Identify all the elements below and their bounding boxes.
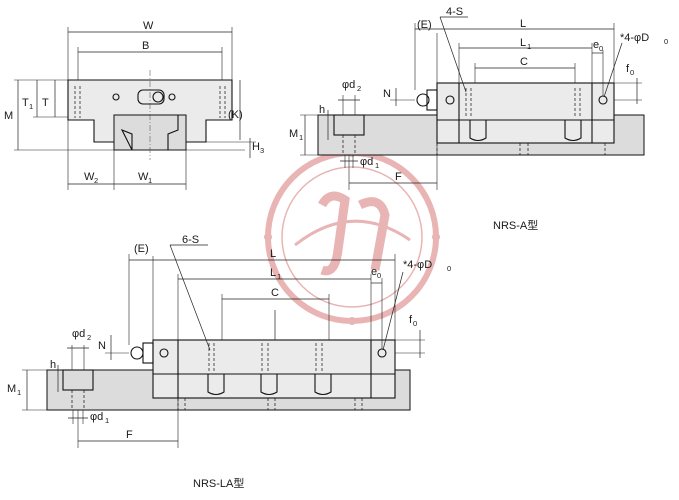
dim-label-d1: φd	[360, 156, 373, 168]
dim-label-W1-sub: 1	[148, 176, 152, 185]
dim-label-e0: e	[593, 39, 599, 51]
dim-label-M: M	[4, 110, 13, 122]
dim-label-C: C	[271, 287, 279, 299]
dim-label-T1-sub: 1	[29, 102, 33, 111]
dim-label-B: B	[142, 40, 149, 52]
dim-label-f0-sub: 0	[630, 68, 634, 77]
dim-label-e0: e	[371, 266, 377, 278]
dim-label-L1-sub: 1	[277, 272, 281, 281]
dim-label-L1: L	[270, 267, 276, 279]
dim-label-h: h	[50, 359, 56, 371]
dim-label-h: h	[319, 104, 325, 116]
dim-label-L1-sub: 1	[527, 42, 531, 51]
dim-label-T1: T	[22, 97, 29, 109]
dim-label-N: N	[383, 88, 391, 100]
dim-label-M1-sub: 1	[17, 388, 21, 397]
dim-label-M1-sub: 1	[299, 133, 303, 142]
dim-label-W1: W	[138, 171, 149, 183]
dim-label-d2: φd	[72, 328, 85, 340]
dim-label-K: (K)	[228, 109, 243, 121]
dim-label-L1: L	[520, 37, 526, 49]
watermark-logo	[264, 149, 440, 325]
dim-label-E: (E)	[134, 243, 149, 255]
dim-label-L: L	[520, 18, 526, 30]
dim-label-f0: f	[626, 63, 630, 75]
caption-nrs-a: NRS-A型	[493, 218, 538, 232]
dim-label-d1-sub: 1	[375, 161, 379, 170]
dim-label-W2-sub: 2	[94, 176, 98, 185]
dim-label-d2-sub: 2	[87, 333, 91, 342]
dim-label-D0-sub: 0	[664, 37, 668, 46]
side-view-nrs-la: (E) 6-S L L 1 C e 0 *4-φD 0 f 0 φd 2 N h…	[7, 234, 451, 448]
dim-label-W2: W	[84, 171, 95, 183]
dim-label-C: C	[520, 56, 528, 68]
caption-nrs-la: NRS-LA型	[193, 476, 244, 490]
dim-label-S: 4-S	[446, 6, 463, 18]
dim-label-D0-sub: 0	[447, 264, 451, 273]
dim-label-H3-sub: 3	[260, 146, 264, 155]
dim-label-T: T	[42, 97, 49, 109]
dim-label-f0-sub: 0	[413, 319, 417, 328]
dim-label-F: F	[126, 429, 133, 441]
dim-label-E: (E)	[417, 19, 432, 31]
dim-label-H3: H	[252, 141, 260, 153]
dim-label-d2: φd	[342, 79, 355, 91]
dim-label-f0: f	[409, 314, 413, 326]
dim-label-W: W	[143, 20, 154, 32]
dim-label-S: 6-S	[182, 234, 199, 246]
dim-label-e0-sub: 0	[599, 44, 603, 53]
dim-label-N: N	[98, 340, 106, 352]
side-view-nrs-a: (E) 4-S L L 1 C e 0 *4-φD 0 f 0 φd 2 N h…	[289, 6, 668, 190]
dim-label-M1: M	[289, 128, 298, 140]
dim-label-F: F	[395, 171, 402, 183]
front-view: W B M T 1 T (K) H 3 W 2 W 1	[4, 20, 264, 190]
dim-label-L: L	[270, 248, 276, 260]
dim-label-e0-sub: 0	[377, 271, 381, 280]
dim-label-D0: *4-φD	[403, 259, 432, 271]
dim-label-d1-sub: 1	[105, 416, 109, 425]
dim-label-d2-sub: 2	[357, 84, 361, 93]
dim-label-D0: *4-φD	[620, 32, 649, 44]
dim-label-d1: φd	[90, 411, 103, 423]
dim-label-M1: M	[7, 383, 16, 395]
